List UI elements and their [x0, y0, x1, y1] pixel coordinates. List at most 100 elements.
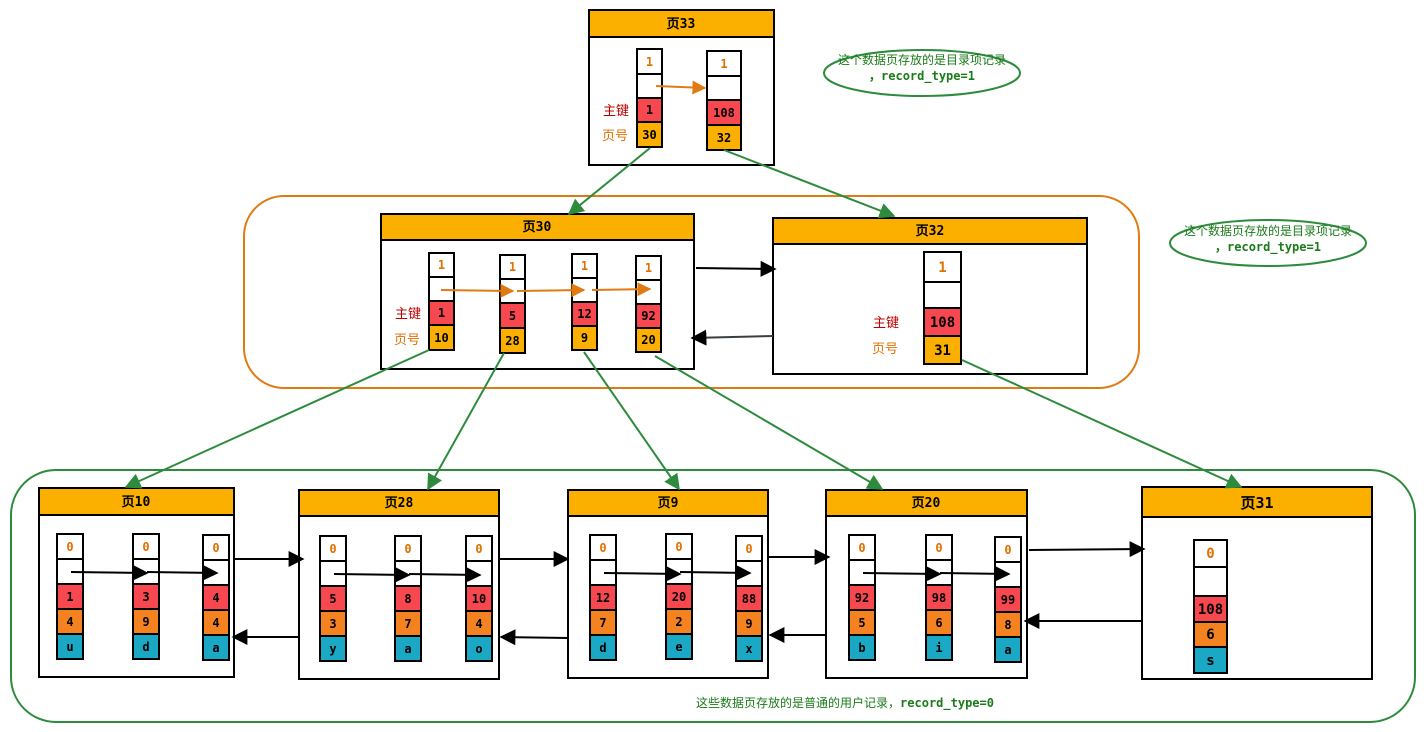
- user-record: 0 88 9 x: [735, 535, 763, 662]
- middle-level-group-outline: [243, 195, 1140, 389]
- record-col3: y: [329, 642, 336, 656]
- record-type: 0: [1206, 546, 1214, 562]
- record-key: 12: [596, 591, 610, 605]
- record-col3: i: [935, 641, 942, 655]
- record-type: 0: [142, 540, 149, 554]
- record-key: 3: [142, 590, 149, 604]
- note-directory-top-line2: ，record_type=1: [869, 69, 975, 84]
- child-pointer-arrow: [567, 147, 651, 216]
- next-record-arrow: [516, 283, 586, 298]
- page-20-title: 页20: [912, 496, 941, 511]
- directory-record: 1 12 9: [571, 253, 598, 351]
- next-page-arrow: [1028, 541, 1146, 558]
- user-record: 0 99 8 a: [994, 536, 1022, 663]
- record-type: 0: [745, 542, 752, 556]
- primary-key-label: 主键: [395, 307, 421, 322]
- record-page: 32: [717, 131, 731, 145]
- record-col3: x: [745, 642, 752, 656]
- page-32-title: 页32: [916, 224, 945, 239]
- record-col2: 9: [745, 617, 752, 631]
- record-type: 1: [509, 260, 516, 274]
- record-type: 0: [1004, 543, 1011, 557]
- directory-record: 1 5 28: [499, 254, 526, 354]
- next-record-arrow: [440, 283, 515, 298]
- page-31: 页31 0 108 6 s: [1141, 486, 1373, 680]
- note-directory-top-line1: 这个数据页存放的是目录项记录: [838, 52, 1006, 67]
- primary-key-label: 主键: [603, 104, 629, 119]
- next-page-arrow: [695, 260, 777, 277]
- page-31-title: 页31: [1240, 494, 1273, 512]
- next-record-arrow: [655, 80, 707, 95]
- record-col3: d: [599, 641, 606, 655]
- record-col3: b: [858, 641, 865, 655]
- record-col3: e: [675, 640, 682, 654]
- record-type: 1: [938, 260, 946, 276]
- leaf-records: 014u039d044a053y087a0104o0127d0202e0889x…: [56, 533, 1022, 663]
- record-col2: 6: [1206, 627, 1214, 643]
- record-type: 0: [66, 540, 73, 554]
- record-type: 0: [935, 541, 942, 555]
- record-col3: u: [66, 640, 73, 654]
- record-type: 1: [646, 55, 653, 69]
- directory-record: 1 108 32: [706, 50, 742, 151]
- record-key: 108: [713, 106, 735, 120]
- record-col2: 5: [858, 616, 865, 630]
- record-key: 1: [438, 306, 445, 320]
- record-key: 1: [66, 590, 73, 604]
- record-col2: 3: [329, 617, 336, 631]
- record-col2: 7: [599, 616, 606, 630]
- record-col3: a: [1004, 643, 1011, 657]
- record-page: 20: [641, 333, 655, 347]
- record-key: 5: [329, 592, 336, 606]
- page-10-title: 页10: [122, 495, 151, 510]
- record-type: 1: [581, 259, 588, 273]
- record-col2: 4: [66, 615, 73, 629]
- page-28-title: 页28: [385, 496, 414, 511]
- record-type: 1: [720, 57, 727, 71]
- record-col3: s: [1206, 653, 1214, 669]
- record-type: 0: [329, 542, 336, 556]
- next-record-arrow: [862, 565, 942, 582]
- note-directory-right-line2: ，record_type=1: [1215, 240, 1321, 255]
- child-pointer-arrow: [723, 149, 896, 219]
- record-key: 99: [1001, 593, 1015, 607]
- record-key: 1: [646, 103, 653, 117]
- directory-record: 1 1 10: [428, 252, 455, 351]
- prev-page-arrow: [690, 329, 774, 346]
- record-key: 4: [212, 591, 219, 605]
- child-pointer-arrow: [961, 359, 1243, 489]
- record-col3: d: [142, 640, 149, 654]
- record-col2: 4: [475, 617, 482, 631]
- record-key: 10: [472, 592, 486, 606]
- record-col2: 8: [1004, 618, 1011, 632]
- child-pointer-arrow: [124, 349, 430, 489]
- child-pointer-arrow: [427, 352, 505, 491]
- record-key: 108: [930, 315, 955, 331]
- record-type: 1: [645, 261, 652, 275]
- leaf-level-group-outline: [10, 469, 1416, 723]
- record-key: 98: [932, 591, 946, 605]
- note-user-records-text: 这些数据页存放的是普通的用户记录，record_type=0: [696, 695, 994, 711]
- next-record-arrow: [146, 564, 219, 581]
- record-key: 12: [577, 307, 591, 321]
- child-pointer-arrow: [654, 355, 884, 490]
- record-col3: a: [212, 641, 219, 655]
- record-type: 1: [438, 258, 445, 272]
- record-key: 88: [742, 592, 756, 606]
- user-record: 0 108 6 s: [1193, 539, 1228, 674]
- user-record: 0 1 4 u: [56, 533, 84, 660]
- record-key: 5: [509, 309, 516, 323]
- note-directory-right: 这个数据页存放的是目录项记录 ，record_type=1: [1169, 219, 1367, 267]
- record-page: 9: [581, 331, 588, 345]
- record-key: 92: [641, 309, 655, 323]
- page-33-title: 页33: [667, 17, 696, 32]
- next-record-arrow: [333, 566, 411, 583]
- record-col2: 7: [404, 617, 411, 631]
